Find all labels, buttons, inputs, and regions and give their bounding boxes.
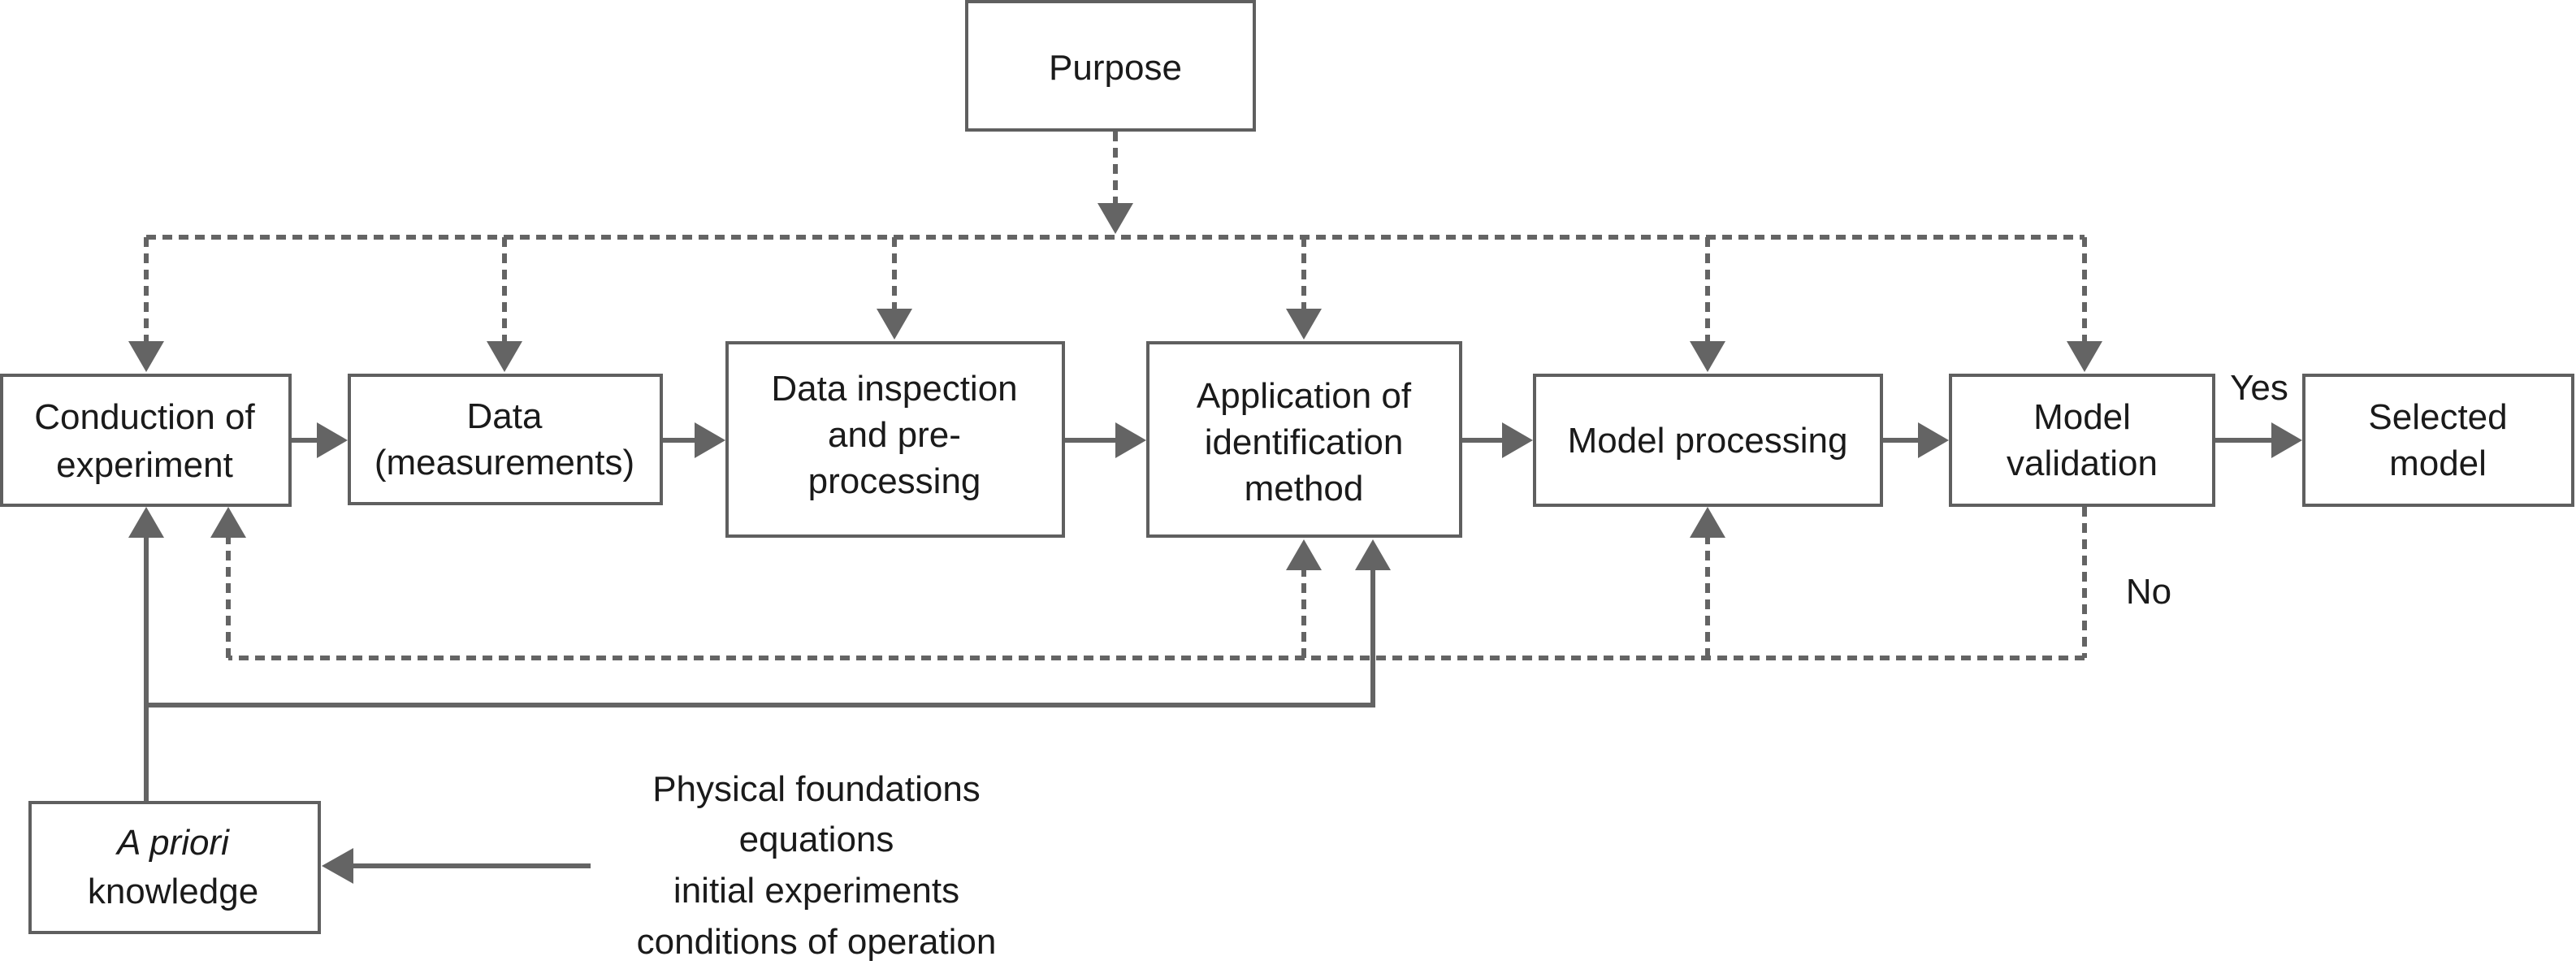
edge-label-no: No <box>2126 572 2171 612</box>
arrowhead-feedback-to-processing <box>1690 507 1725 538</box>
arrowhead-processing-to-validation <box>1918 422 1949 458</box>
node-inspection-label-line3: processing <box>808 461 981 501</box>
node-apriori-label-line2: knowledge <box>88 872 258 911</box>
node-application-of-identification-method: Application of identification method <box>1146 341 1462 538</box>
node-data-measurements: Data (measurements) <box>348 374 663 505</box>
node-application-label-line1: Application of <box>1197 376 1412 416</box>
main-chain-edges <box>292 422 2302 458</box>
validation-feedback-edges <box>210 507 2087 660</box>
arrowhead-feedback-to-application <box>1286 539 1322 570</box>
node-inspection-label-line2: and pre- <box>828 415 961 455</box>
arrowhead-inspection-to-application <box>1115 422 1146 458</box>
node-application-label-line3: method <box>1245 469 1364 508</box>
arrowhead-conduction-to-data <box>317 422 348 458</box>
node-model-validation: Model validation <box>1949 374 2215 507</box>
node-selected-model: Selected model <box>2302 374 2574 507</box>
arrowhead-bus-to-conduction <box>128 341 164 372</box>
node-inspection-label-line1: Data inspection <box>771 369 1017 409</box>
edge-label-yes: Yes <box>2230 368 2288 408</box>
arrowhead-purpose-to-bus <box>1098 203 1133 234</box>
apriori-edges <box>128 507 1391 884</box>
arrowhead-bus-to-application <box>1286 309 1322 340</box>
node-data-label-line2: (measurements) <box>374 443 634 482</box>
node-conduction-label-line1: Conduction of <box>34 397 255 437</box>
node-data-label-line1: Data <box>467 396 543 436</box>
node-a-priori-knowledge: A priori knowledge <box>28 801 321 934</box>
source-line-1: Physical foundations <box>652 769 981 809</box>
node-purpose-label: Purpose <box>1049 48 1182 88</box>
purpose-distribution-edges <box>128 132 2102 372</box>
arrowhead-validation-to-selected <box>2271 422 2302 458</box>
arrowhead-bus-to-inspection <box>877 309 912 340</box>
node-processing-label: Model processing <box>1568 421 1848 461</box>
node-validation-label-line1: Model <box>2033 397 2131 437</box>
arrowhead-bus-to-validation <box>2067 341 2102 372</box>
apriori-sources-text: Physical foundations equations initial e… <box>637 769 997 962</box>
node-application-label-line2: identification <box>1205 422 1404 462</box>
source-line-2: equations <box>739 820 894 859</box>
node-validation-label-line2: validation <box>2007 444 2158 483</box>
node-conduction-of-experiment: Conduction of experiment <box>0 374 292 507</box>
arrowhead-sources-to-apriori <box>322 848 353 884</box>
arrowhead-feedback-to-conduction <box>210 507 246 538</box>
arrowhead-bus-to-processing <box>1690 341 1725 372</box>
node-selected-label-line2: model <box>2389 444 2487 483</box>
source-line-3: initial experiments <box>673 871 959 911</box>
arrowhead-bus-to-data <box>487 341 522 372</box>
node-conduction-label-line2: experiment <box>56 445 233 485</box>
arrowhead-application-to-processing <box>1502 422 1533 458</box>
arrowhead-data-to-inspection <box>695 422 725 458</box>
arrowhead-apriori-to-conduction <box>128 507 164 538</box>
arrowhead-apriori-to-application <box>1355 539 1391 570</box>
node-model-processing: Model processing <box>1533 374 1883 507</box>
node-selected-label-line1: Selected <box>2368 397 2507 437</box>
node-apriori-label-line1: A priori <box>115 823 230 863</box>
node-data-inspection: Data inspection and pre- processing <box>725 341 1065 538</box>
edge-apriori-branch <box>146 569 1375 708</box>
node-purpose: Purpose <box>965 0 1256 132</box>
source-line-4: conditions of operation <box>637 922 997 962</box>
